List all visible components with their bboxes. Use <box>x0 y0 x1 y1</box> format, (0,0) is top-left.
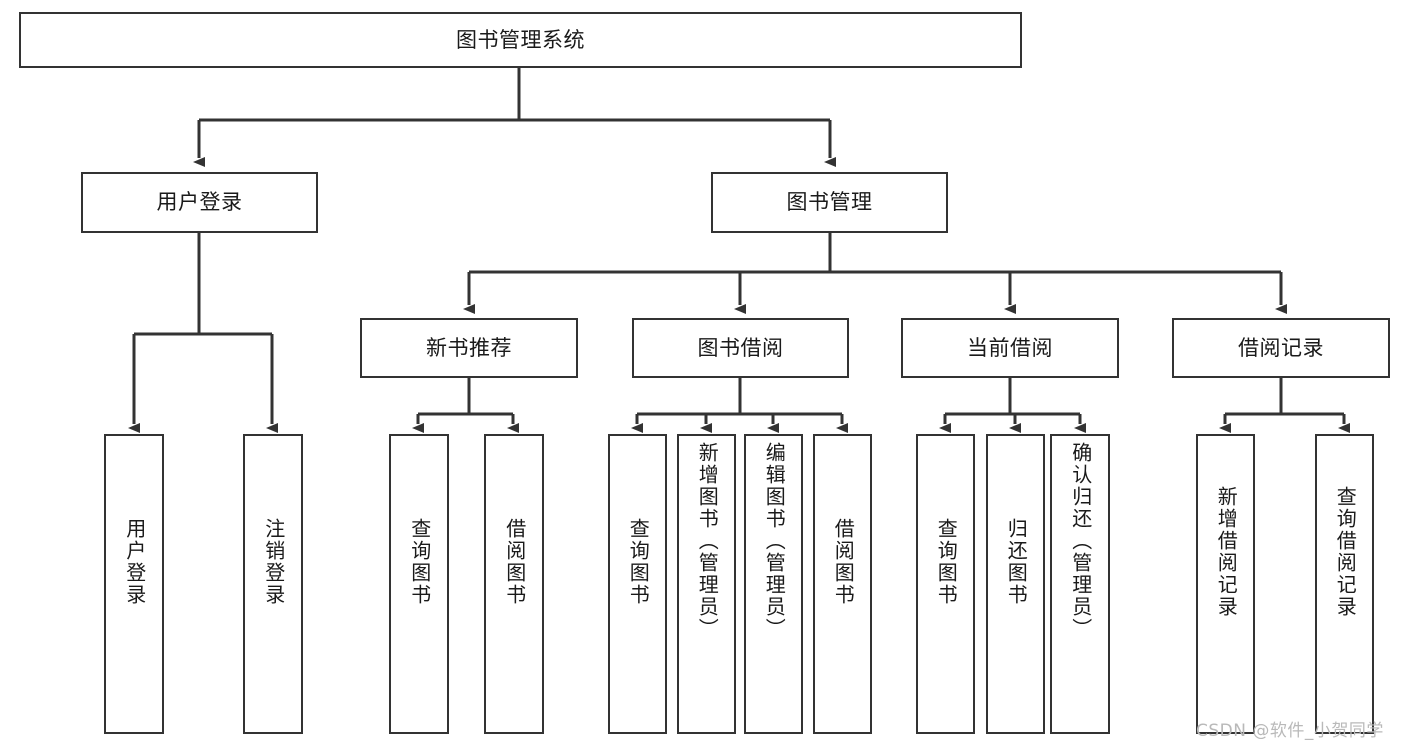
node-new-book-recommend[interactable]: 新书推荐 <box>360 318 578 378</box>
node-label: 借阅图书 <box>502 518 527 606</box>
node-label: 归还图书 <box>1004 518 1029 606</box>
node-label: 查询图书 <box>407 518 432 606</box>
node-label: 查询借阅记录 <box>1333 486 1358 618</box>
node-label: 确认归还（管理员） <box>1068 442 1093 640</box>
node-leaf-add-borrow-record[interactable]: 新增借阅记录 <box>1196 434 1255 734</box>
node-leaf-edit-book-admin[interactable]: 编辑图书（管理员） <box>744 434 803 734</box>
node-leaf-borrow-book-2[interactable]: 借阅图书 <box>813 434 872 734</box>
csdn-watermark: CSDN @软件_小贺同学 <box>1196 721 1384 741</box>
node-label: 新增图书（管理员） <box>695 442 720 640</box>
node-book-management[interactable]: 图书管理 <box>711 172 948 233</box>
node-label: 借阅记录 <box>1238 335 1324 360</box>
node-label: 查询图书 <box>626 518 651 606</box>
node-leaf-logout-login[interactable]: 注销登录 <box>243 434 303 734</box>
node-book-management-system[interactable]: 图书管理系统 <box>19 12 1022 68</box>
node-current-borrow[interactable]: 当前借阅 <box>901 318 1119 378</box>
node-label: 注销登录 <box>261 518 286 606</box>
node-label: 借阅图书 <box>831 518 856 606</box>
node-borrow-record[interactable]: 借阅记录 <box>1172 318 1390 378</box>
node-label: 编辑图书（管理员） <box>762 442 787 640</box>
node-leaf-borrow-book-1[interactable]: 借阅图书 <box>484 434 544 734</box>
node-label: 当前借阅 <box>967 335 1053 360</box>
node-label: 新书推荐 <box>426 335 512 360</box>
node-leaf-query-book-3[interactable]: 查询图书 <box>916 434 975 734</box>
node-label: 图书管理系统 <box>456 27 585 52</box>
node-label: 用户登录 <box>122 518 147 606</box>
node-label: 图书借阅 <box>697 335 784 360</box>
node-leaf-query-borrow-record[interactable]: 查询借阅记录 <box>1315 434 1374 734</box>
node-label: 新增借阅记录 <box>1214 486 1239 618</box>
node-leaf-query-book-1[interactable]: 查询图书 <box>389 434 449 734</box>
node-leaf-add-book-admin[interactable]: 新增图书（管理员） <box>677 434 736 734</box>
node-leaf-return-book[interactable]: 归还图书 <box>986 434 1045 734</box>
node-label: 查询图书 <box>934 518 959 606</box>
node-book-borrow[interactable]: 图书借阅 <box>632 318 849 378</box>
node-leaf-user-login[interactable]: 用户登录 <box>104 434 164 734</box>
node-leaf-query-book-2[interactable]: 查询图书 <box>608 434 667 734</box>
node-label: 图书管理 <box>786 190 873 215</box>
node-label: 用户登录 <box>156 190 243 215</box>
node-leaf-confirm-return-admin[interactable]: 确认归还（管理员） <box>1050 434 1110 734</box>
node-user-login[interactable]: 用户登录 <box>81 172 318 233</box>
